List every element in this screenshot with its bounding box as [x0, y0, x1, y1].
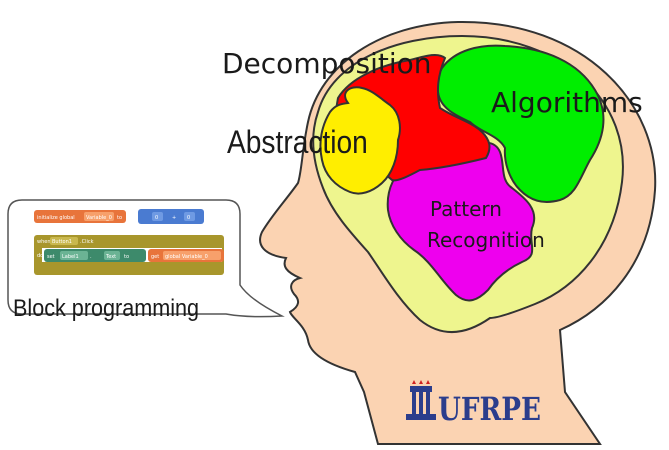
pattern-label-line2: Recognition [427, 228, 545, 252]
block-set-label-text: do set Label1 . Text to get global Varia… [37, 249, 224, 262]
block-text: global Variable_0 [165, 254, 208, 260]
block-text: 0 [155, 215, 158, 221]
block-text: initialize global [37, 215, 75, 221]
block-text: set [47, 254, 55, 260]
block-text: . [90, 254, 92, 260]
block-initialize-global: initialize global Variable_0 to 0 + 0 [34, 209, 204, 224]
ufrpe-logo-text: UFRPE [438, 390, 541, 427]
block-text: Text [105, 254, 116, 260]
pattern-region [386, 141, 536, 302]
block-text: Label1 [62, 254, 79, 260]
block-text: to [117, 215, 122, 221]
block-programming-label: Block programming [13, 294, 199, 321]
abstraction-region [319, 86, 401, 195]
block-text: + [172, 215, 176, 221]
block-text: .Click [80, 239, 94, 245]
block-text: Variable_0 [86, 215, 112, 221]
decomposition-label: Decomposition [222, 47, 432, 80]
ufrpe-emblem-icon [406, 380, 436, 420]
abstraction-label: Abstraction [227, 125, 368, 160]
block-text: get [151, 254, 159, 260]
algorithms-label: Algorithms [491, 86, 643, 119]
pattern-label-line1: Pattern [430, 197, 502, 221]
algorithms-region [436, 44, 605, 203]
block-text: do [37, 253, 43, 259]
block-text: to [124, 254, 129, 260]
block-text: Button1 [52, 239, 72, 245]
block-text: when [37, 239, 51, 245]
ufrpe-logo: UFRPE [406, 380, 541, 428]
block-text: 0 [187, 215, 190, 221]
